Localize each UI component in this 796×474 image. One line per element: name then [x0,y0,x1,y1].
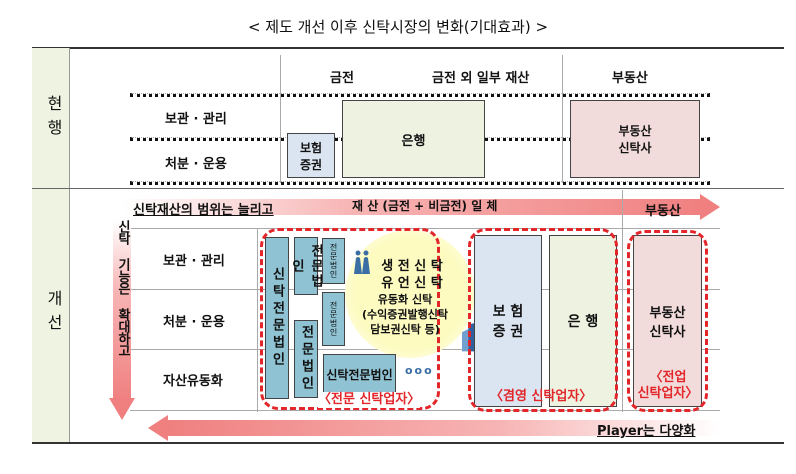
row-custody: 보관 · 관리 [165,112,227,127]
concurrent-group-label: 〈겸영 신탁업자〉 [490,389,593,404]
frame [32,47,784,444]
concurrent-group-outline [468,228,618,412]
asset-text: 재 산 (금전 + 비금전) 일 체 [352,199,498,213]
insurance-securities-box: 보험 증권 [287,133,335,178]
bubble-line: 담보권신탁 등) [370,323,440,336]
label-column [32,48,70,442]
player-arrow [168,420,720,436]
scope-text: 신탁재산의 범위는 늘리고 [133,203,274,218]
bubble-line: 유 언 신 탁 [381,276,443,291]
col-other-assets: 금전 외 일부 재산 [432,71,530,86]
realestate-trust-box: 부동산 신탁사 [570,100,700,178]
trust-specialist-tall-box: 신탁전문법인 [265,237,289,399]
improved-label: 개선 [44,290,63,338]
col-money: 금전 [330,71,354,86]
function-arrow [113,220,131,400]
dedicated-group-outline [627,230,708,412]
function-text: 신탁 기능은 확대하고 [115,220,130,356]
bubble-line: (수익증권발행신탁 [362,308,448,321]
trust-types-list: 생 전 신 탁 유 언 신 탁 유동화 신탁 (수익증권발행신탁 담보권신탁 등… [350,258,460,337]
bank-box: 은행 [342,100,485,178]
specialist-small-box: 전문법인 [322,292,345,346]
elderly-people-icon [354,250,370,274]
scope-arrowhead [700,194,720,220]
row-custody: 보관 · 관리 [163,254,225,269]
function-arrowhead [109,398,135,420]
realestate-trust-box: 부동산 신탁사 [633,235,702,407]
page-title: < 제도 개선 이후 신탁시장의 변화(기대효과) > [247,18,549,36]
row-disposal: 처분 · 운용 [165,157,227,172]
specialist-group-outline [260,228,440,410]
current-label: 현행 [44,95,63,143]
row-disposal: 처분 · 운용 [163,315,225,330]
col-realestate: 부동산 [612,71,648,86]
specialist-group-label: 〈전문 신탁업자〉 [318,392,421,408]
scope-arrow [122,199,702,215]
specialist-small-box: 전문법인 [322,238,345,284]
realestate-header: 부동산 [645,204,681,219]
player-arrowhead [148,415,168,441]
ellipsis: ooo [405,364,434,377]
bubble-line: 생 전 신 탁 [381,259,443,274]
bubble-line: 유동화 신탁 [377,293,433,306]
row-securitization: 자산유동화 [163,374,223,389]
specialist-box: 전문법인 [294,320,318,398]
player-text: Player는 다양화 [597,424,696,439]
dedicated-group-label: 〈전업 신탁업자〉 [637,370,699,401]
insurance-securities-box: 보 험 증 권 [474,235,542,407]
